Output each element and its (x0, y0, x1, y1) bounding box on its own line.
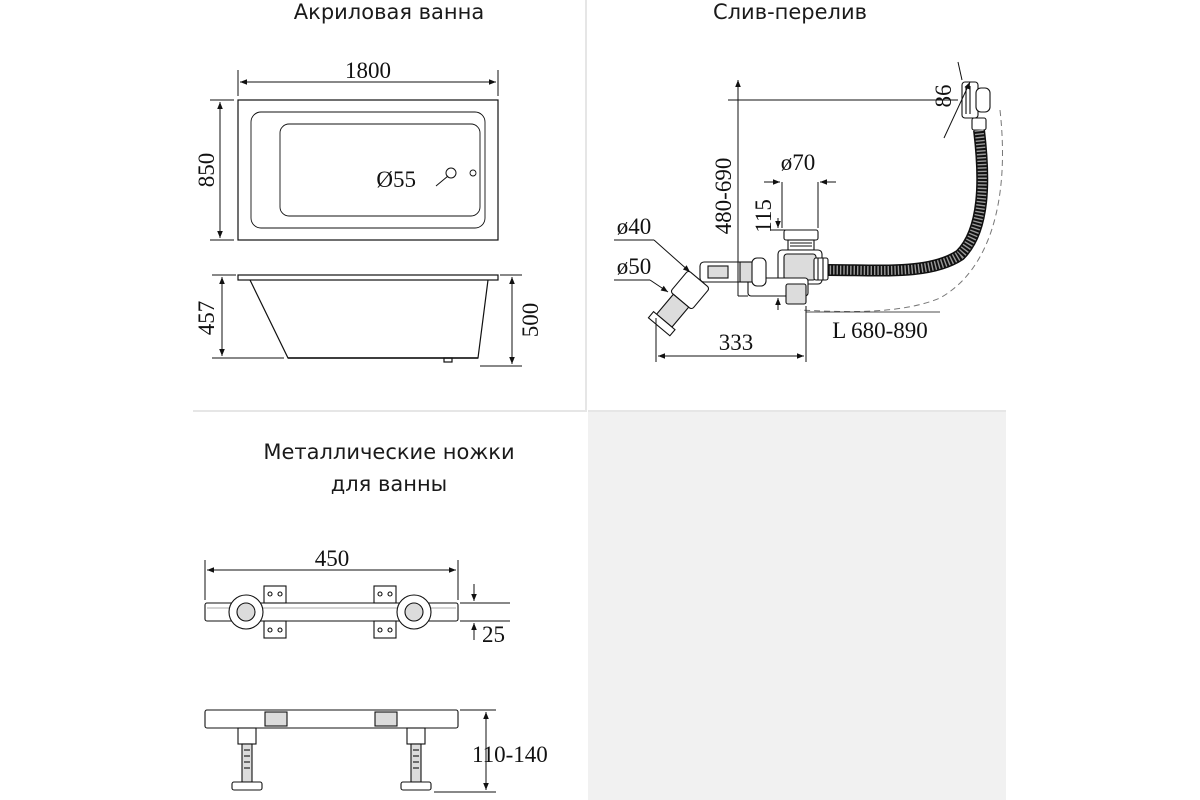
dim-110-140 (434, 709, 496, 793)
drain-diameter-label: Ø55 (376, 167, 416, 192)
hose-length-label: L 680-890 (832, 318, 928, 343)
bathtub-width-label: 850 (194, 153, 219, 188)
horizontal-divider-right (588, 410, 1006, 412)
overflow-size-label: 86 (931, 85, 956, 108)
vertical-divider (585, 0, 587, 412)
drain-diameter-70-label: ø70 (781, 150, 816, 175)
bathtub-top-view (237, 99, 499, 241)
legs-title-line2: для ванны (330, 472, 448, 496)
dim-50 (614, 279, 669, 293)
drain-length-333-label: 333 (719, 330, 754, 355)
dim-457 (212, 274, 284, 359)
overflow-hose (827, 129, 989, 277)
empty-panel (588, 412, 1006, 800)
dim-333 (655, 306, 807, 362)
dim-25 (460, 584, 510, 640)
dim-1800 (237, 70, 499, 96)
dim-450 (204, 560, 459, 600)
drain-height-range-label: 480-690 (711, 158, 736, 235)
bathtub-length-label: 1800 (345, 58, 391, 83)
bathtub-outer-height-label: 500 (518, 303, 543, 338)
dim-480-690 (728, 80, 958, 297)
drain-height-115-label: 115 (751, 199, 776, 233)
dim-86 (943, 61, 971, 139)
dim-500 (480, 274, 522, 367)
bathtub-title: Акриловая ванна (293, 0, 485, 24)
drain-body (699, 229, 829, 305)
drain-outlet (647, 270, 710, 337)
bathtub-inner-height-label: 457 (194, 301, 219, 336)
hose-range-arc (799, 109, 1003, 313)
drain-title: Слив-перелив (712, 0, 868, 24)
dim-850 (210, 99, 234, 241)
legs-height-label: 110-140 (472, 742, 548, 767)
legs-title-line1: Металлические ножки (263, 440, 515, 464)
legs-width-label: 450 (315, 546, 350, 571)
bathtub-side-view (237, 274, 499, 363)
drain-diameter-50-label: ø50 (617, 254, 652, 279)
legs-thickness-label: 25 (482, 622, 505, 647)
legs-top-view (204, 585, 459, 639)
drain-diameter-40-label: ø40 (617, 214, 652, 239)
dim-115 (770, 218, 786, 310)
horizontal-divider-left (193, 410, 585, 412)
dim-40 (614, 239, 691, 273)
legs-side-view (204, 709, 459, 791)
dim-70 (764, 179, 836, 228)
